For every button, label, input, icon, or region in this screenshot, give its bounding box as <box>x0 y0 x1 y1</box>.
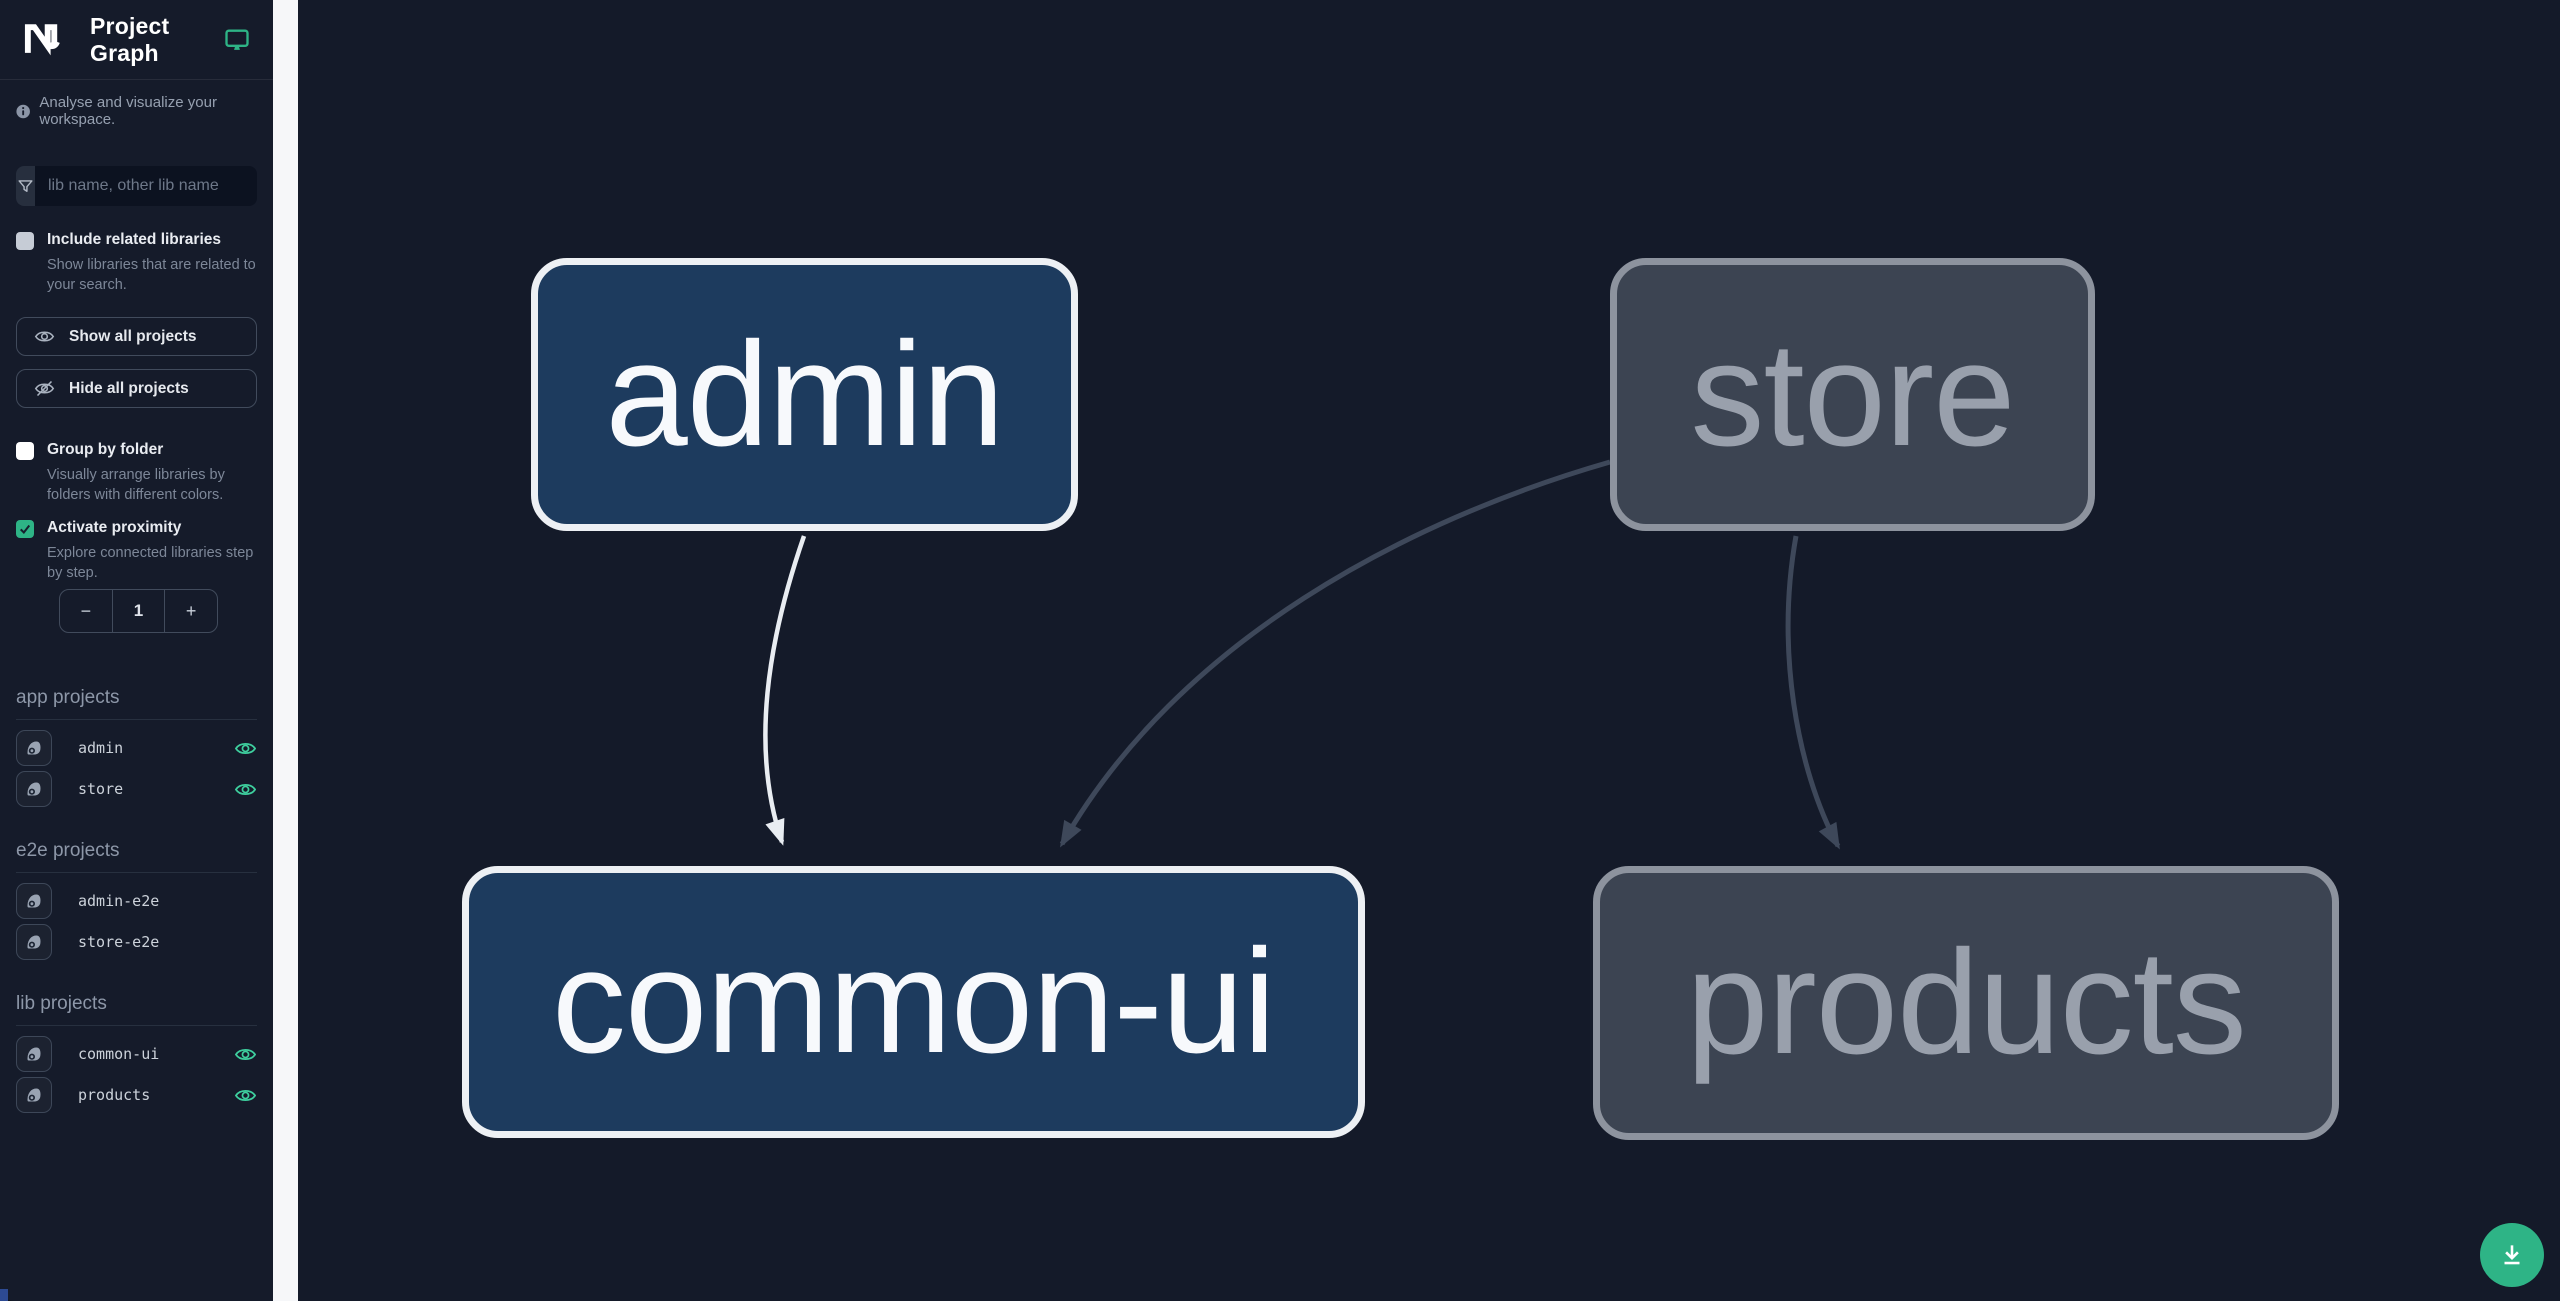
group-by-folder-checkbox[interactable] <box>16 442 34 460</box>
section-title-lib-projects: lib projects <box>16 991 257 1026</box>
filter-funnel-cell <box>16 166 35 206</box>
toggle-visibility-eye-icon[interactable] <box>233 1042 257 1066</box>
activate-proximity-checkbox[interactable] <box>16 520 34 538</box>
include-related-label: Include related libraries <box>47 231 222 248</box>
project-row-products: products <box>16 1076 257 1114</box>
sidebar: Project Graph Analyse and visualize your… <box>0 0 273 1301</box>
include-related-checkbox[interactable] <box>16 232 34 250</box>
section-title-e2e-projects: e2e projects <box>16 838 257 873</box>
workspace-subtitle: Analyse and visualize your workspace. <box>16 94 257 128</box>
graph-node-products[interactable]: products <box>1593 866 2339 1140</box>
workspace-subtitle-text: Analyse and visualize your workspace. <box>39 94 217 128</box>
dependency-edges <box>763 459 1841 850</box>
focus-project-button[interactable] <box>16 1036 52 1072</box>
focus-icon <box>27 741 41 755</box>
project-search <box>16 166 257 206</box>
corner-accent <box>0 1289 8 1301</box>
focus-icon <box>27 782 41 796</box>
focus-project-button[interactable] <box>16 1077 52 1113</box>
node-label: admin <box>605 311 1004 477</box>
activate-proximity-label: Activate proximity <box>47 519 182 536</box>
focus-icon <box>27 1047 41 1061</box>
hide-all-projects-label: Hide all projects <box>69 379 189 397</box>
download-graph-button[interactable] <box>2480 1223 2544 1287</box>
app-title: Project Graph <box>90 12 170 66</box>
focus-project-button[interactable] <box>16 771 52 807</box>
show-all-projects-button[interactable]: Show all projects <box>16 317 257 356</box>
project-name: store-e2e <box>78 933 160 951</box>
toggle-visibility-eye-icon[interactable] <box>233 777 257 801</box>
project-row-store: store <box>16 770 257 808</box>
focus-project-button[interactable] <box>16 924 52 960</box>
proximity-depth-value: 1 <box>111 590 166 632</box>
project-row-common-ui: common-ui <box>16 1035 257 1073</box>
project-row-store-e2e: store-e2e <box>16 923 257 961</box>
project-name: store <box>78 780 124 798</box>
project-name: admin-e2e <box>78 892 160 910</box>
node-label: products <box>1686 920 2247 1085</box>
section-title-app-projects: app projects <box>16 685 257 720</box>
project-row-admin: admin <box>16 729 257 767</box>
nx-logo-icon <box>24 23 60 55</box>
group-by-folder-block: Group by folder Visually arrange librari… <box>16 440 257 505</box>
group-by-folder-label: Group by folder <box>47 441 164 458</box>
sidebar-header: Project Graph <box>0 0 273 80</box>
focus-project-button[interactable] <box>16 883 52 919</box>
project-name: products <box>78 1086 151 1104</box>
graph-node-admin[interactable]: admin <box>531 258 1078 531</box>
eye-icon <box>34 331 55 342</box>
edge-admin-to-common-ui <box>763 535 807 846</box>
include-related-block: Include related libraries Show libraries… <box>16 230 257 295</box>
node-label: common-ui <box>552 919 1276 1084</box>
theme-monitor-button[interactable] <box>223 26 251 54</box>
activate-proximity-block: Activate proximity Explore connected lib… <box>16 518 257 583</box>
hide-all-projects-button[interactable]: Hide all projects <box>16 369 257 408</box>
project-name: admin <box>78 739 124 757</box>
graph-canvas[interactable]: admin store common-ui products <box>298 0 2560 1301</box>
monitor-icon <box>225 29 249 50</box>
project-row-admin-e2e: admin-e2e <box>16 882 257 920</box>
edge-store-to-common-ui <box>1059 459 1611 848</box>
proximity-increment-button[interactable]: + <box>165 590 217 632</box>
graph-node-common-ui[interactable]: common-ui <box>462 866 1365 1138</box>
info-icon <box>16 104 30 118</box>
focus-icon <box>27 894 41 908</box>
funnel-icon <box>18 179 33 192</box>
show-all-projects-label: Show all projects <box>69 327 197 345</box>
search-input[interactable] <box>35 166 257 206</box>
node-label: store <box>1690 311 2015 477</box>
project-name: common-ui <box>78 1045 160 1063</box>
group-by-folder-description: Visually arrange libraries by folders wi… <box>47 467 225 503</box>
sidebar-resize-divider[interactable] <box>273 0 298 1301</box>
download-icon <box>2504 1245 2520 1265</box>
focus-icon <box>27 935 41 949</box>
focus-project-button[interactable] <box>16 730 52 766</box>
toggle-visibility-eye-icon[interactable] <box>233 1083 257 1107</box>
checkmark-icon <box>20 524 31 535</box>
edge-store-to-products <box>1785 535 1841 850</box>
eye-slash-icon <box>34 380 55 397</box>
include-related-description: Show libraries that are related to your … <box>47 257 256 293</box>
graph-node-store[interactable]: store <box>1610 258 2095 531</box>
focus-icon <box>27 1088 41 1102</box>
toggle-visibility-eye-icon[interactable] <box>233 736 257 760</box>
proximity-decrement-button[interactable]: − <box>60 590 112 632</box>
proximity-depth-stepper: − 1 + <box>59 589 218 633</box>
activate-proximity-description: Explore connected libraries step by step… <box>47 545 254 581</box>
